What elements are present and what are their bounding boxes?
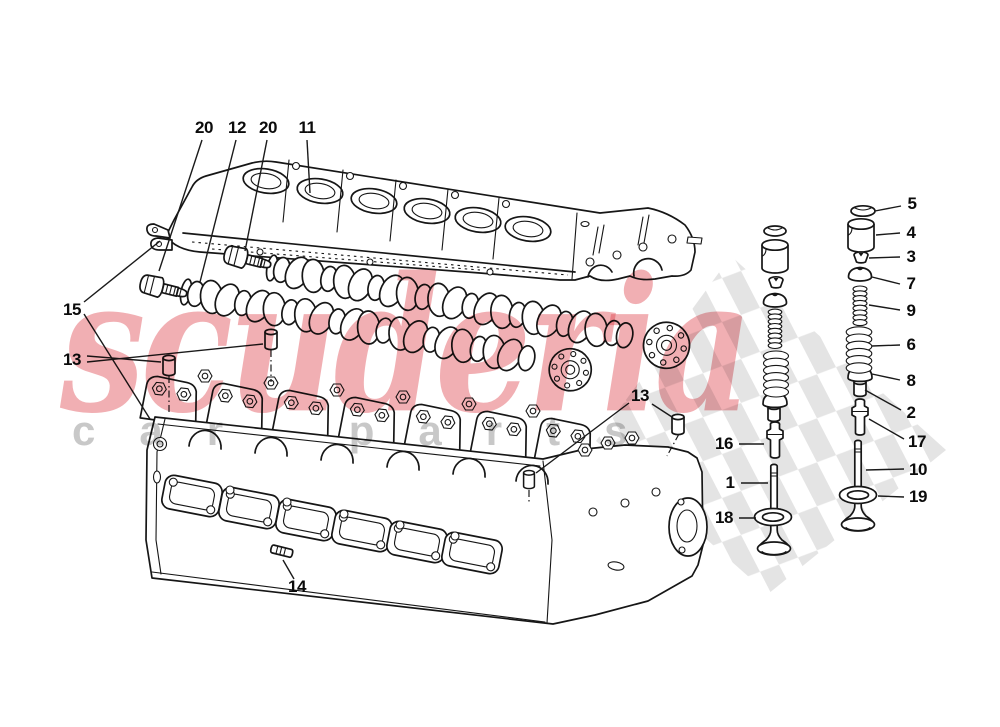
- callout-9-inner-spring: 9: [906, 301, 916, 320]
- callout-20-bolt-a: 20: [195, 118, 213, 137]
- valve-assembly-left: [753, 225, 793, 556]
- watermark-subtext: car parts: [72, 407, 672, 454]
- callout-14-stud: 14: [288, 577, 306, 596]
- callout-6-outer-spring: 6: [906, 335, 916, 354]
- callout-18-seat: 18: [715, 508, 733, 527]
- watermark-brand: scuderia: [60, 235, 753, 455]
- leader-lines: [83, 139, 905, 580]
- callout-12-camshaft: 12: [228, 118, 246, 137]
- valve-cover: [146, 159, 703, 282]
- callout-13-right: 13: [631, 386, 649, 405]
- callout-4-tappet: 4: [906, 223, 916, 242]
- callout-3-cotter: 3: [906, 247, 916, 266]
- cylinder-head: [140, 369, 708, 625]
- callout-11-cover: 11: [298, 118, 316, 137]
- callout-17-guide: 17: [908, 432, 926, 451]
- callout-13-left: 13: [63, 350, 81, 369]
- callout-16-guide: 16: [715, 434, 733, 453]
- callout-2-spacer: 2: [906, 403, 916, 422]
- camshaft-upper: [265, 252, 691, 370]
- callout-10-valve: 10: [909, 460, 927, 479]
- callout-19-seat: 19: [909, 487, 927, 506]
- callout-15: 15: [63, 300, 81, 319]
- stud-14: [269, 544, 294, 559]
- callout-5-cap: 5: [907, 194, 917, 213]
- camshaft-lower: [179, 278, 593, 392]
- callout-20-bolt-b: 20: [259, 118, 277, 137]
- callout-8-seal: 8: [906, 371, 916, 390]
- valve-assembly-right: [838, 204, 878, 532]
- callout-1-valve: 1: [725, 473, 735, 492]
- callout-7-retainer: 7: [906, 274, 916, 293]
